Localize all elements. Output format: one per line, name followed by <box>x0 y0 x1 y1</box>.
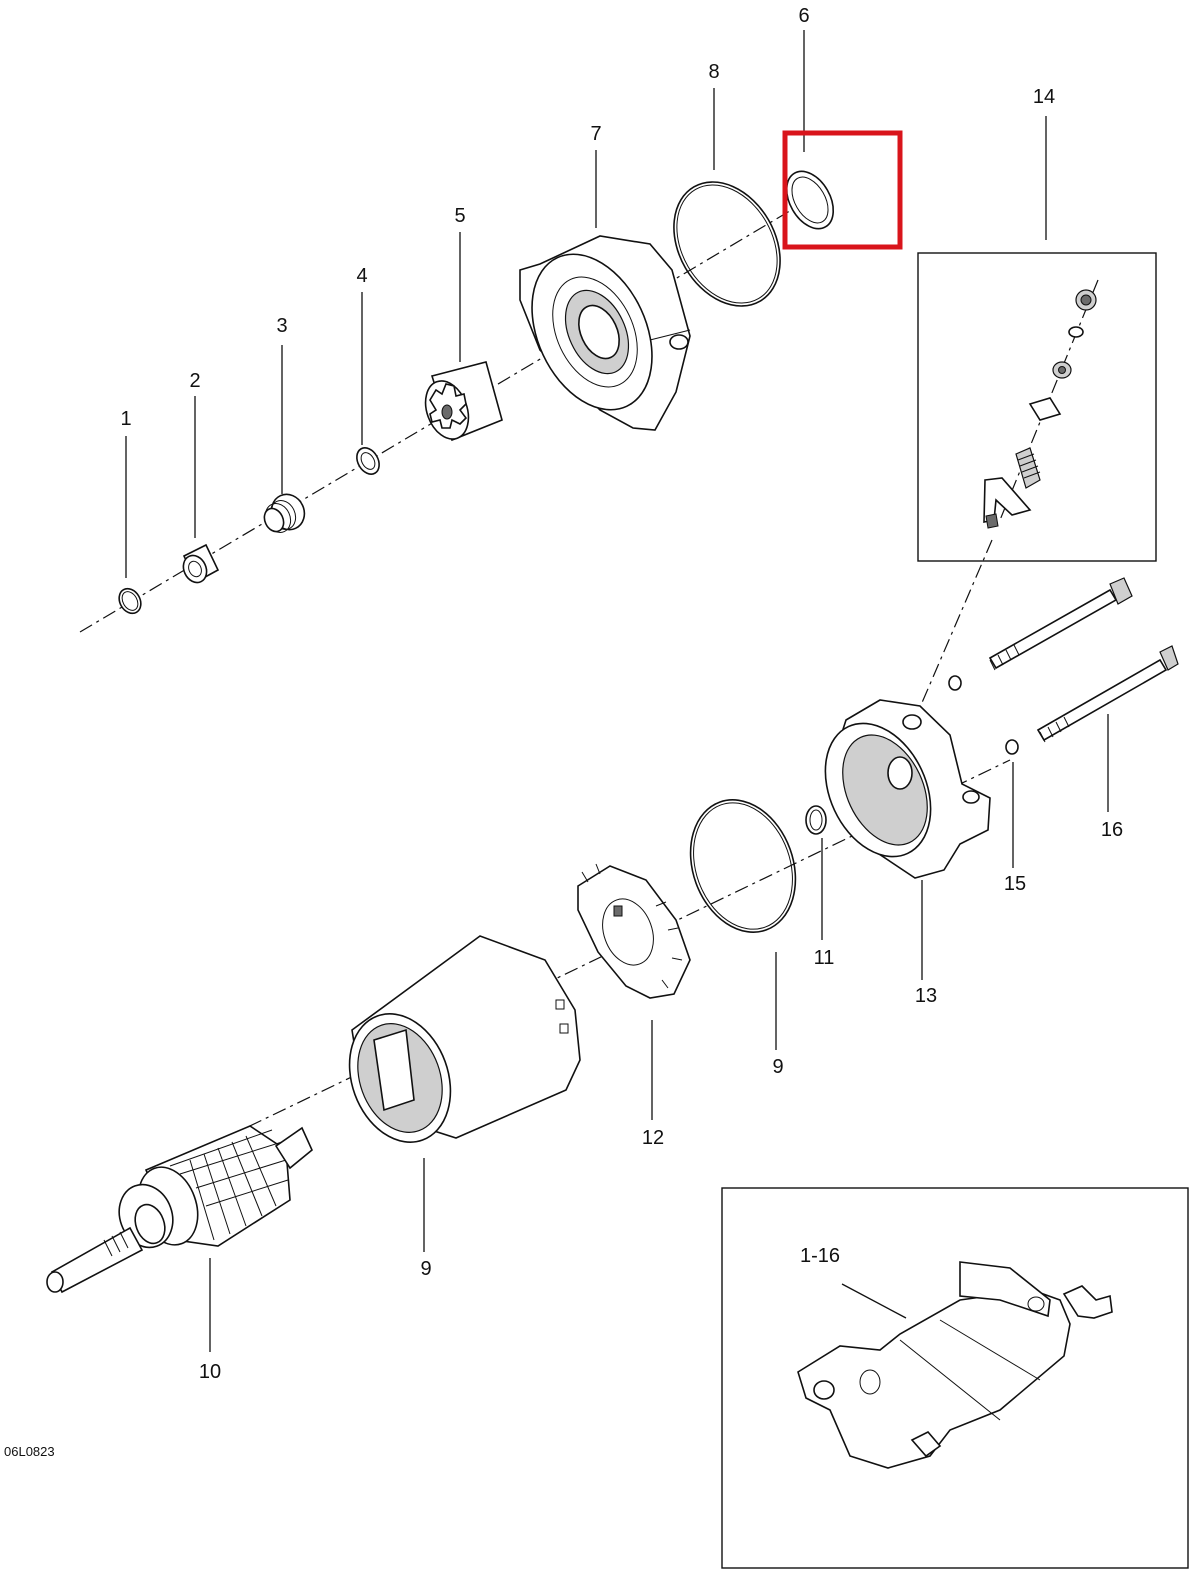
part-9-field-frame <box>348 935 581 1143</box>
part-2-collar <box>182 543 220 584</box>
part-5-drive-pinion <box>424 361 503 442</box>
part-9-o-ring <box>689 799 797 933</box>
callout-6: 6 <box>798 5 809 27</box>
callout-3: 3 <box>276 315 287 337</box>
callout-9-upper: 9 <box>772 1056 783 1078</box>
callout-4: 4 <box>356 265 367 287</box>
part-4-washer <box>356 447 380 475</box>
part-11-o-ring <box>805 805 827 835</box>
part-8-o-ring <box>673 181 781 307</box>
callout-9-lower: 9 <box>420 1258 431 1280</box>
callout-8: 8 <box>708 61 719 83</box>
part-10-armature <box>46 1125 313 1294</box>
callout-11: 11 <box>814 947 835 969</box>
part-6-thrust-washer <box>785 170 835 230</box>
callout-15: 15 <box>1004 873 1026 895</box>
callout-12: 12 <box>642 1127 664 1149</box>
part-3-spring <box>263 493 306 534</box>
callout-5: 5 <box>454 205 465 227</box>
inset-callout-1-16: 1-16 <box>800 1245 840 1267</box>
part-12-brush-plate <box>577 863 691 999</box>
part-16-through-bolts <box>988 577 1179 743</box>
callout-7: 7 <box>590 123 601 145</box>
part-13-commutator-end-housing <box>824 699 991 879</box>
callout-14: 14 <box>1033 86 1055 108</box>
part-14-terminal-inset <box>917 252 1157 562</box>
assembled-starter-inset <box>721 1187 1189 1569</box>
callout-1: 1 <box>120 408 131 430</box>
part-15-lock-washers <box>948 675 1019 755</box>
part-1-snap-ring <box>118 587 142 615</box>
callout-10: 10 <box>199 1361 221 1383</box>
part-7-drive-end-housing <box>519 235 691 431</box>
callout-2: 2 <box>189 370 200 392</box>
highlight-box <box>782 130 903 250</box>
reference-code: 06L0823 <box>4 1444 55 1459</box>
callout-16: 16 <box>1101 819 1123 841</box>
callout-13: 13 <box>915 985 937 1007</box>
